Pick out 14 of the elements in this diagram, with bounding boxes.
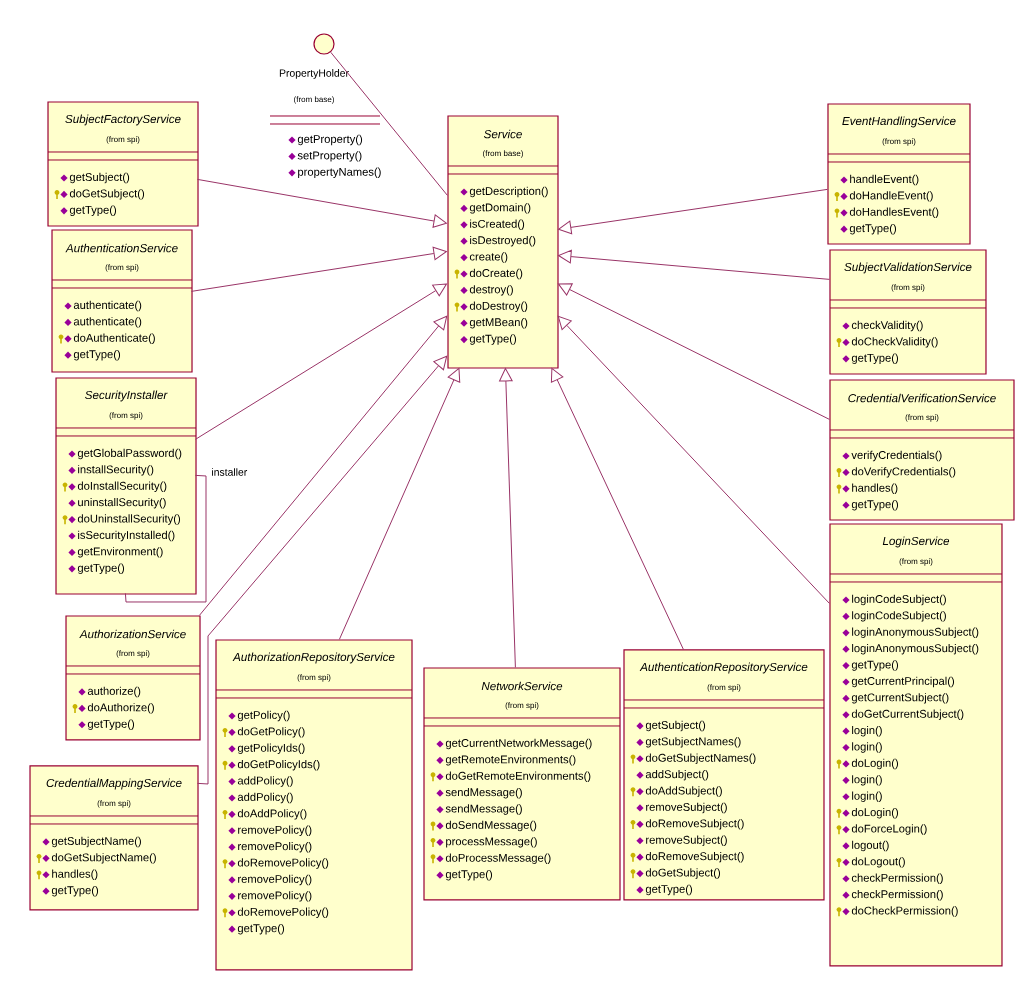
generalization-arrow xyxy=(558,249,830,280)
generalization-arrow xyxy=(558,188,828,235)
generalization-arrow xyxy=(499,368,516,668)
association-line xyxy=(330,51,448,196)
generalization-arrow xyxy=(557,283,830,420)
generalization-arrow xyxy=(198,315,448,616)
association-line xyxy=(124,474,207,603)
generalization-arrow xyxy=(196,178,447,228)
generalization-arrow xyxy=(194,283,447,440)
generalization-arrow xyxy=(550,367,684,650)
generalization-arrow xyxy=(338,367,461,640)
generalization-arrow xyxy=(196,355,448,785)
generalization-arrow xyxy=(557,315,830,604)
generalization-arrow xyxy=(190,246,447,292)
